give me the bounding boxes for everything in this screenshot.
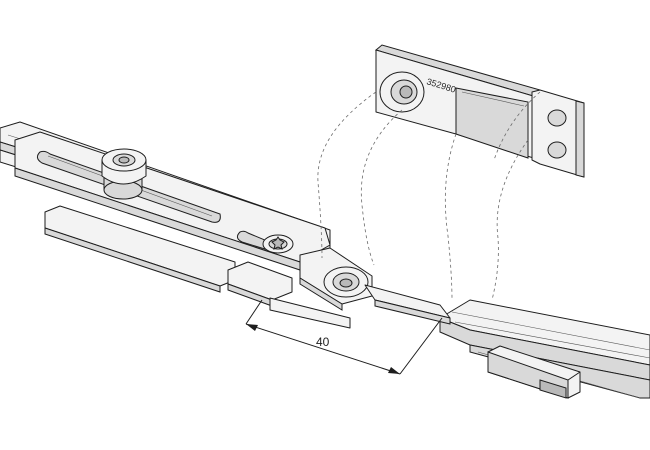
dimension-line (245, 299, 443, 375)
dimension-label: 40 (316, 335, 330, 349)
projection-lines (317, 91, 541, 301)
roller-cam (101, 148, 147, 200)
base-plate (44, 205, 236, 293)
torx-screw (262, 234, 294, 254)
lower-slider-block (487, 345, 581, 399)
bracket-part (374, 44, 585, 178)
connector-block (227, 261, 351, 329)
drive-link (299, 247, 451, 325)
